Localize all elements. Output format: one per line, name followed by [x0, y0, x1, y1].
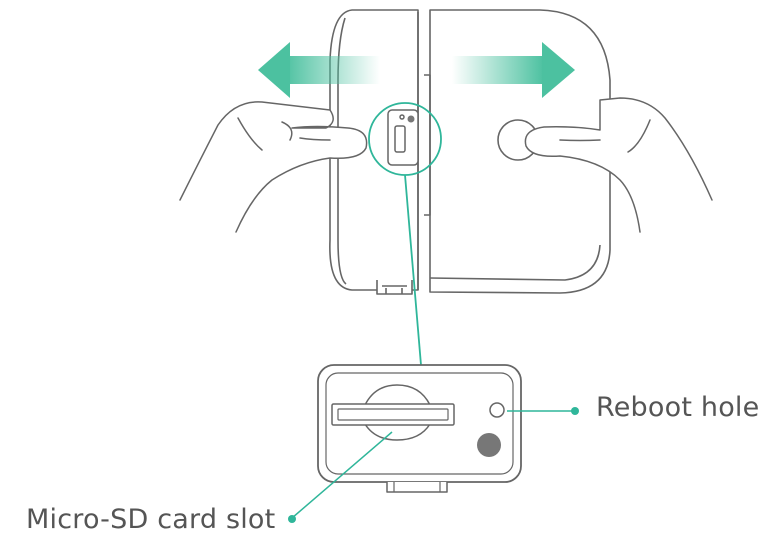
pull-left-arrow-icon — [258, 42, 380, 98]
enlarged-sd-panel — [317, 364, 522, 493]
camera-sd-panel — [387, 109, 419, 166]
reboot-hole-shape — [489, 402, 505, 418]
callout-dot-icon — [288, 515, 296, 523]
panel-dark-button — [477, 433, 501, 457]
sd-callout — [288, 431, 393, 523]
callout-dot-icon — [571, 407, 579, 415]
reboot-hole-label: Reboot hole — [596, 392, 760, 423]
camera-bottom-clip — [376, 280, 413, 295]
right-hand — [524, 97, 713, 233]
left-hand — [179, 101, 368, 233]
zoom-connector-line — [404, 174, 422, 366]
camera-front-bezel — [337, 17, 347, 285]
camera-seam — [417, 12, 431, 290]
sd-card-slot-shape — [364, 384, 431, 441]
micro-sd-slot-label: Micro-SD card slot — [26, 504, 276, 535]
camera-back-shell-inner — [429, 244, 601, 281]
camera-bottom-clip-teeth — [382, 285, 407, 294]
pull-right-arrow-icon — [452, 42, 575, 98]
reboot-callout — [507, 407, 579, 415]
